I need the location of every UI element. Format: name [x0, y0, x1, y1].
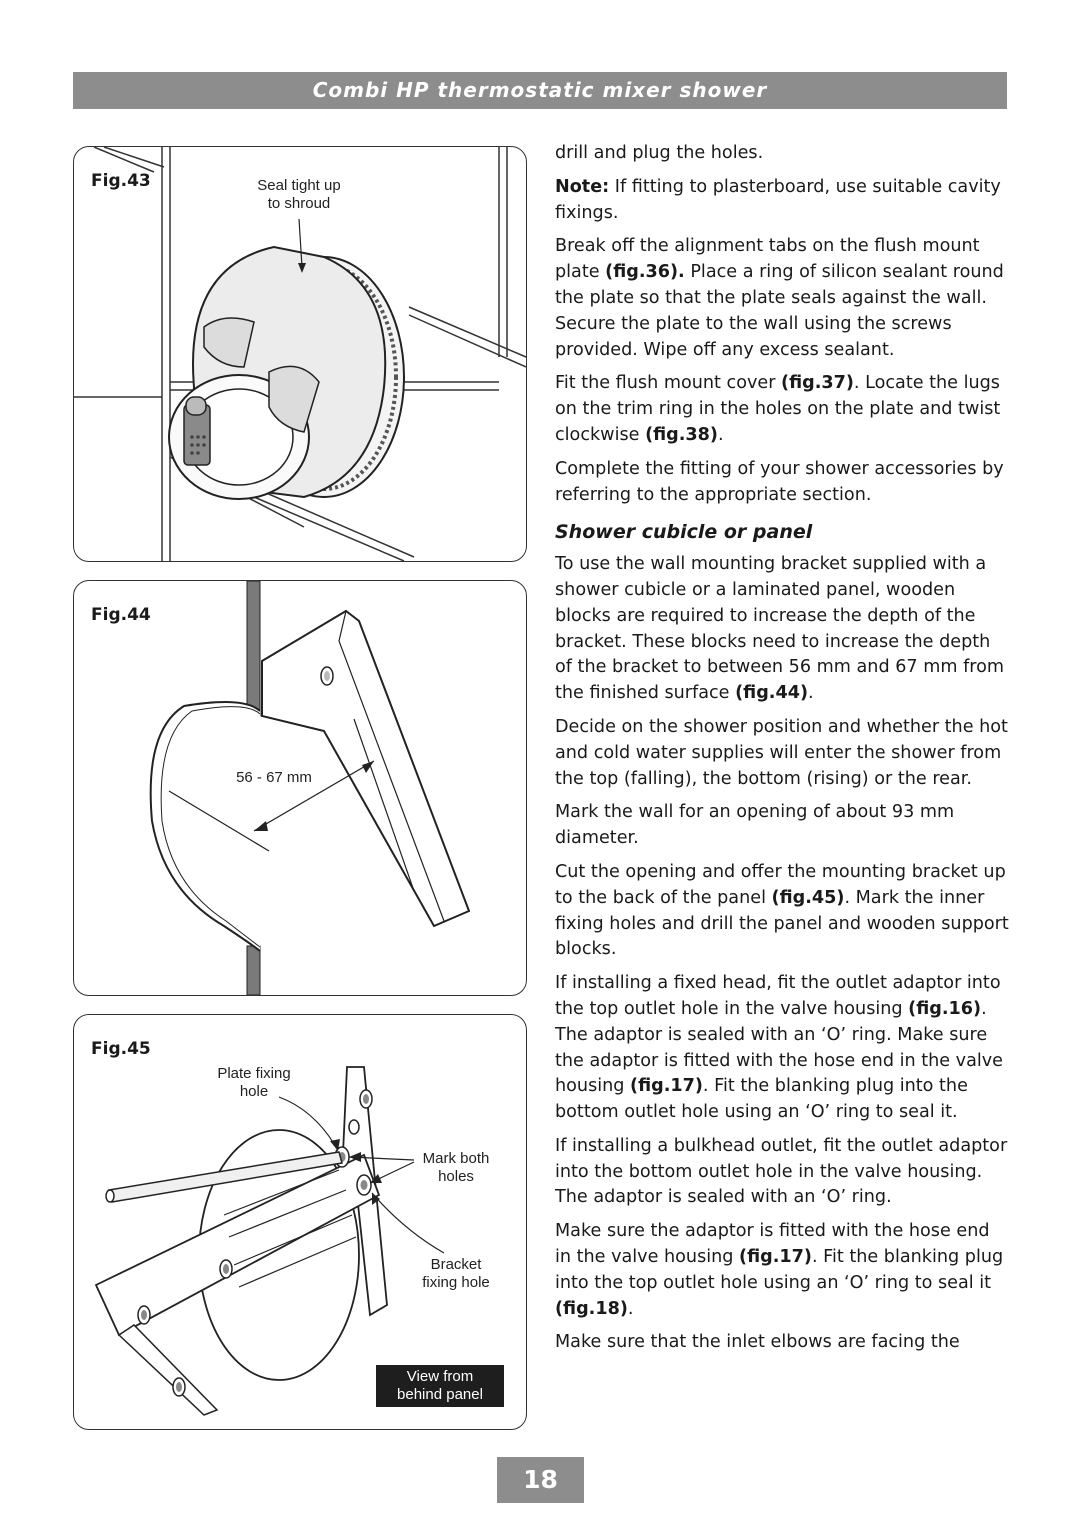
- view-note-box: View from behind panel: [376, 1365, 504, 1407]
- fig44-illustration: [149, 581, 471, 995]
- text: . The adaptor is sealed with an ‘O’ ring…: [555, 998, 1003, 1097]
- instructions-column: drill and plug the holes. Note: If fitti…: [555, 141, 1010, 1364]
- paragraph: drill and plug the holes.: [555, 141, 1010, 167]
- header-bar: Combi HP thermostatic mixer shower: [73, 72, 1007, 109]
- page-title: Combi HP thermostatic mixer shower: [312, 78, 768, 102]
- figure-label: Fig.45: [91, 1039, 151, 1059]
- text: .: [717, 424, 724, 445]
- figure-reference: (fig.18): [555, 1298, 628, 1319]
- text: If installing a bulkhead outlet, fit the…: [555, 1135, 1008, 1208]
- paragraph: Fit the flush mount cover (fig.37). Loca…: [555, 371, 1010, 448]
- text: Make sure the adaptor is fitted with the…: [555, 1221, 990, 1268]
- bracket-fixing-hole-callout: Bracket fixing hole: [422, 1256, 490, 1291]
- paragraph: Complete the fitting of your shower acce…: [555, 457, 1010, 509]
- paragraph: If installing a bulkhead outlet, fit the…: [555, 1134, 1010, 1211]
- paragraph: Mark the wall for an opening of about 93…: [555, 800, 1010, 852]
- figure-43: Fig.43 Seal tight up to shroud: [73, 146, 527, 562]
- figure-reference: (fig.37): [781, 373, 854, 394]
- figure-reference: (fig.17): [739, 1247, 812, 1268]
- figure-reference: (fig.36).: [605, 262, 685, 283]
- page-number: 18: [497, 1457, 584, 1503]
- paragraph: Cut the opening and offer the mounting b…: [555, 860, 1010, 963]
- text: .: [808, 683, 814, 704]
- paragraph: Break off the alignment tabs on the flus…: [555, 234, 1010, 363]
- text: Break off the alignment tabs on the flus…: [555, 236, 980, 283]
- seal-callout: Seal tight up to shroud: [257, 177, 341, 212]
- text: Complete the fitting of your shower acce…: [555, 458, 1004, 505]
- text: Make sure that the inlet elbows are faci…: [555, 1332, 960, 1353]
- paragraph: Make sure the adaptor is fitted with the…: [555, 1219, 1010, 1322]
- dimension-callout: 56 - 67 mm: [236, 769, 312, 786]
- figure-reference: (fig.38): [645, 424, 718, 445]
- text: If installing a fixed head, fit the outl…: [555, 973, 1001, 1019]
- text: . Fit the blanking plug into the top out…: [555, 1247, 1004, 1293]
- figure-reference: (fig.44): [735, 683, 808, 704]
- text: drill and plug the holes.: [555, 143, 764, 163]
- figure-reference: (fig.45): [771, 887, 845, 908]
- note-label: Note:: [555, 176, 610, 197]
- figure-label: Fig.44: [91, 605, 151, 625]
- mark-holes-callout: Mark both holes: [422, 1150, 490, 1185]
- text: Decide on the shower position and whethe…: [555, 716, 1008, 789]
- text: . Locate the lugs on the trim ring in th…: [555, 373, 1001, 445]
- figure-45: Fig.45 Plate fixing hole Mark both holes…: [73, 1014, 527, 1430]
- text: Cut the opening and offer the mounting b…: [555, 861, 1006, 908]
- fig43-illustration: [74, 147, 526, 561]
- figure-reference: (fig.16): [908, 998, 982, 1019]
- text: . Fit the blanking plug into the bottom …: [555, 1076, 968, 1123]
- figure-44: Fig.44 56 - 67 mm: [73, 580, 527, 996]
- text: Place a ring of silicon sealant round th…: [555, 262, 1004, 360]
- paragraph: Decide on the shower position and whethe…: [555, 715, 1010, 792]
- text: To use the wall mounting bracket supplie…: [555, 554, 1005, 704]
- fig45-illustration: [94, 1066, 445, 1416]
- text: Mark the wall for an opening of about 93…: [555, 802, 955, 849]
- text: .: [627, 1298, 634, 1319]
- figure-reference: (fig.17): [630, 1076, 703, 1097]
- text: . Mark the inner fixing holes and drill …: [555, 887, 1009, 960]
- text: If fitting to plasterboard, use suitable…: [555, 176, 1001, 223]
- paragraph: Make sure that the inlet elbows are faci…: [555, 1330, 1010, 1356]
- section-heading: Shower cubicle or panel: [555, 521, 813, 544]
- figure-label: Fig.43: [91, 171, 151, 191]
- note-paragraph: Note: If fitting to plasterboard, use su…: [555, 175, 1010, 227]
- paragraph: If installing a fixed head, fit the outl…: [555, 971, 1010, 1126]
- text: Fit the flush mount cover: [555, 373, 782, 394]
- paragraph: To use the wall mounting bracket supplie…: [555, 552, 1010, 707]
- plate-fixing-hole-callout: Plate fixing hole: [217, 1065, 291, 1100]
